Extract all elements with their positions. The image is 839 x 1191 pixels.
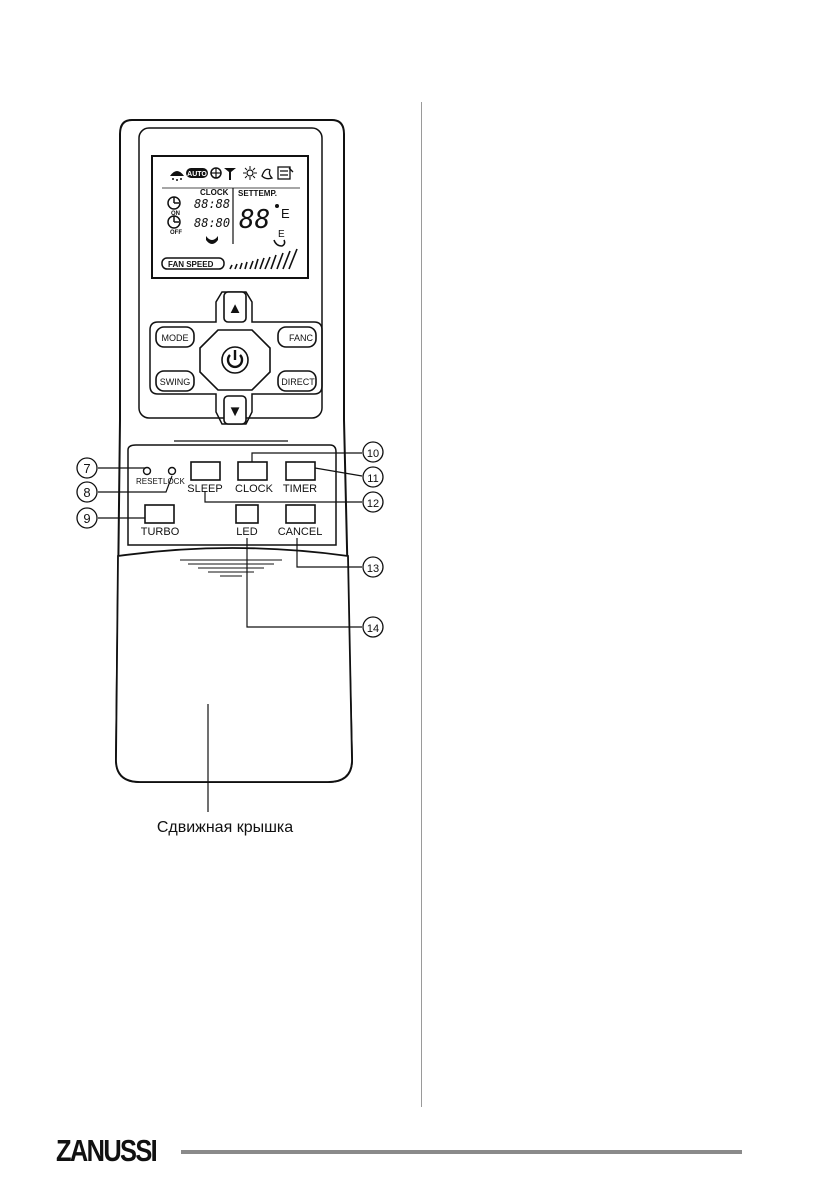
cover-grip: [180, 559, 282, 577]
callout-12: 12: [362, 491, 384, 513]
brand-logo: ZANUSSI: [56, 1133, 158, 1168]
power-icon: [226, 350, 244, 369]
callout-11: 11: [362, 466, 384, 488]
callout-7: 7: [76, 457, 98, 479]
fanc-button[interactable]: [277, 326, 317, 348]
svg-text:14: 14: [367, 623, 379, 635]
thermometer-icon: [224, 168, 236, 180]
up-arrow-icon: ▲: [228, 300, 243, 317]
callout-9: 9: [76, 507, 98, 529]
callout-14: 14: [362, 616, 384, 638]
lock-label: LOCK: [163, 477, 185, 486]
svg-text:7: 7: [83, 461, 90, 476]
callout-8: 8: [76, 481, 98, 503]
lcd-off-label: OFF: [170, 230, 182, 236]
turbo-button[interactable]: [144, 504, 175, 524]
sleep-button-label: SLEEP: [187, 483, 222, 495]
snowflake-icon: [210, 167, 222, 179]
thermometer-icon: [273, 239, 286, 247]
lcd-on-label: ON: [171, 211, 180, 217]
auto-mode-icon: AUTO: [186, 168, 208, 178]
cancel-button[interactable]: [285, 504, 316, 524]
callout-10: 10: [362, 441, 384, 463]
sleep-button[interactable]: [190, 461, 221, 481]
mode-button[interactable]: [155, 326, 195, 348]
sleep-icon: [206, 236, 218, 244]
power-button[interactable]: [221, 346, 249, 374]
lcd-settemp-label: SETTEMP.: [238, 189, 277, 198]
direct-button-label: DIRECT: [281, 377, 315, 387]
reset-label: RESET: [136, 477, 163, 486]
direct-button[interactable]: [277, 370, 317, 392]
down-arrow-icon: ▼: [228, 403, 243, 420]
svg-text:8: 8: [83, 485, 90, 500]
reset-pinhole[interactable]: [142, 466, 152, 476]
fan-speed-frame: [161, 257, 225, 270]
heat-mode-icon: [277, 166, 294, 180]
lcd-temp-digits: 88: [239, 205, 270, 235]
svg-text:11: 11: [367, 473, 378, 485]
temp-up-button[interactable]: [223, 291, 247, 323]
clock-button[interactable]: [237, 461, 268, 481]
mode-button-label: MODE: [162, 333, 189, 343]
callout-13: 13: [362, 556, 384, 578]
timer-button-label: TIMER: [283, 483, 317, 495]
lcd-clock-on-time: 88:88: [194, 197, 230, 211]
footer-rule: [181, 1150, 742, 1154]
swing-button-label: SWING: [160, 377, 191, 387]
svg-text:13: 13: [367, 563, 379, 575]
fan-speed-bars: [229, 248, 298, 270]
auto-badge-label: AUTO: [187, 171, 207, 178]
lcd-clock-off-time: 88:80: [194, 216, 230, 230]
callout-leaders: [98, 452, 363, 812]
column-divider: [421, 102, 422, 1107]
lock-pinhole[interactable]: [167, 466, 177, 476]
svg-text:10: 10: [367, 448, 379, 460]
cancel-button-label: CANCEL: [278, 526, 323, 538]
fan-icon: [261, 168, 274, 180]
clock-on-icon: [167, 196, 181, 210]
lcd-clock-label: CLOCK: [200, 188, 229, 197]
dry-mode-icon: [170, 171, 184, 181]
led-button[interactable]: [235, 504, 259, 524]
lcd-fan-speed-label: FAN SPEED: [168, 260, 214, 269]
led-button-label: LED: [236, 526, 257, 538]
sliding-cover: [115, 547, 353, 783]
turbo-button-label: TURBO: [141, 526, 180, 538]
clock-off-icon: [167, 215, 181, 229]
swing-button[interactable]: [155, 370, 195, 392]
sun-icon: [243, 166, 257, 180]
sliding-cover-caption: Сдвижная крышка: [157, 819, 293, 836]
fanc-button-label: FANC: [289, 333, 314, 343]
timer-button[interactable]: [285, 461, 316, 481]
svg-text:9: 9: [83, 511, 90, 526]
clock-button-label: CLOCK: [235, 483, 274, 495]
lower-compartment: [127, 444, 337, 546]
lcd-lower-unit: E: [278, 229, 285, 240]
key-cluster-outline: [149, 291, 323, 425]
lcd-temp-unit: E: [281, 206, 290, 221]
svg-text:12: 12: [367, 498, 379, 510]
temp-down-button[interactable]: [223, 395, 247, 425]
degree-dot: [275, 204, 279, 208]
